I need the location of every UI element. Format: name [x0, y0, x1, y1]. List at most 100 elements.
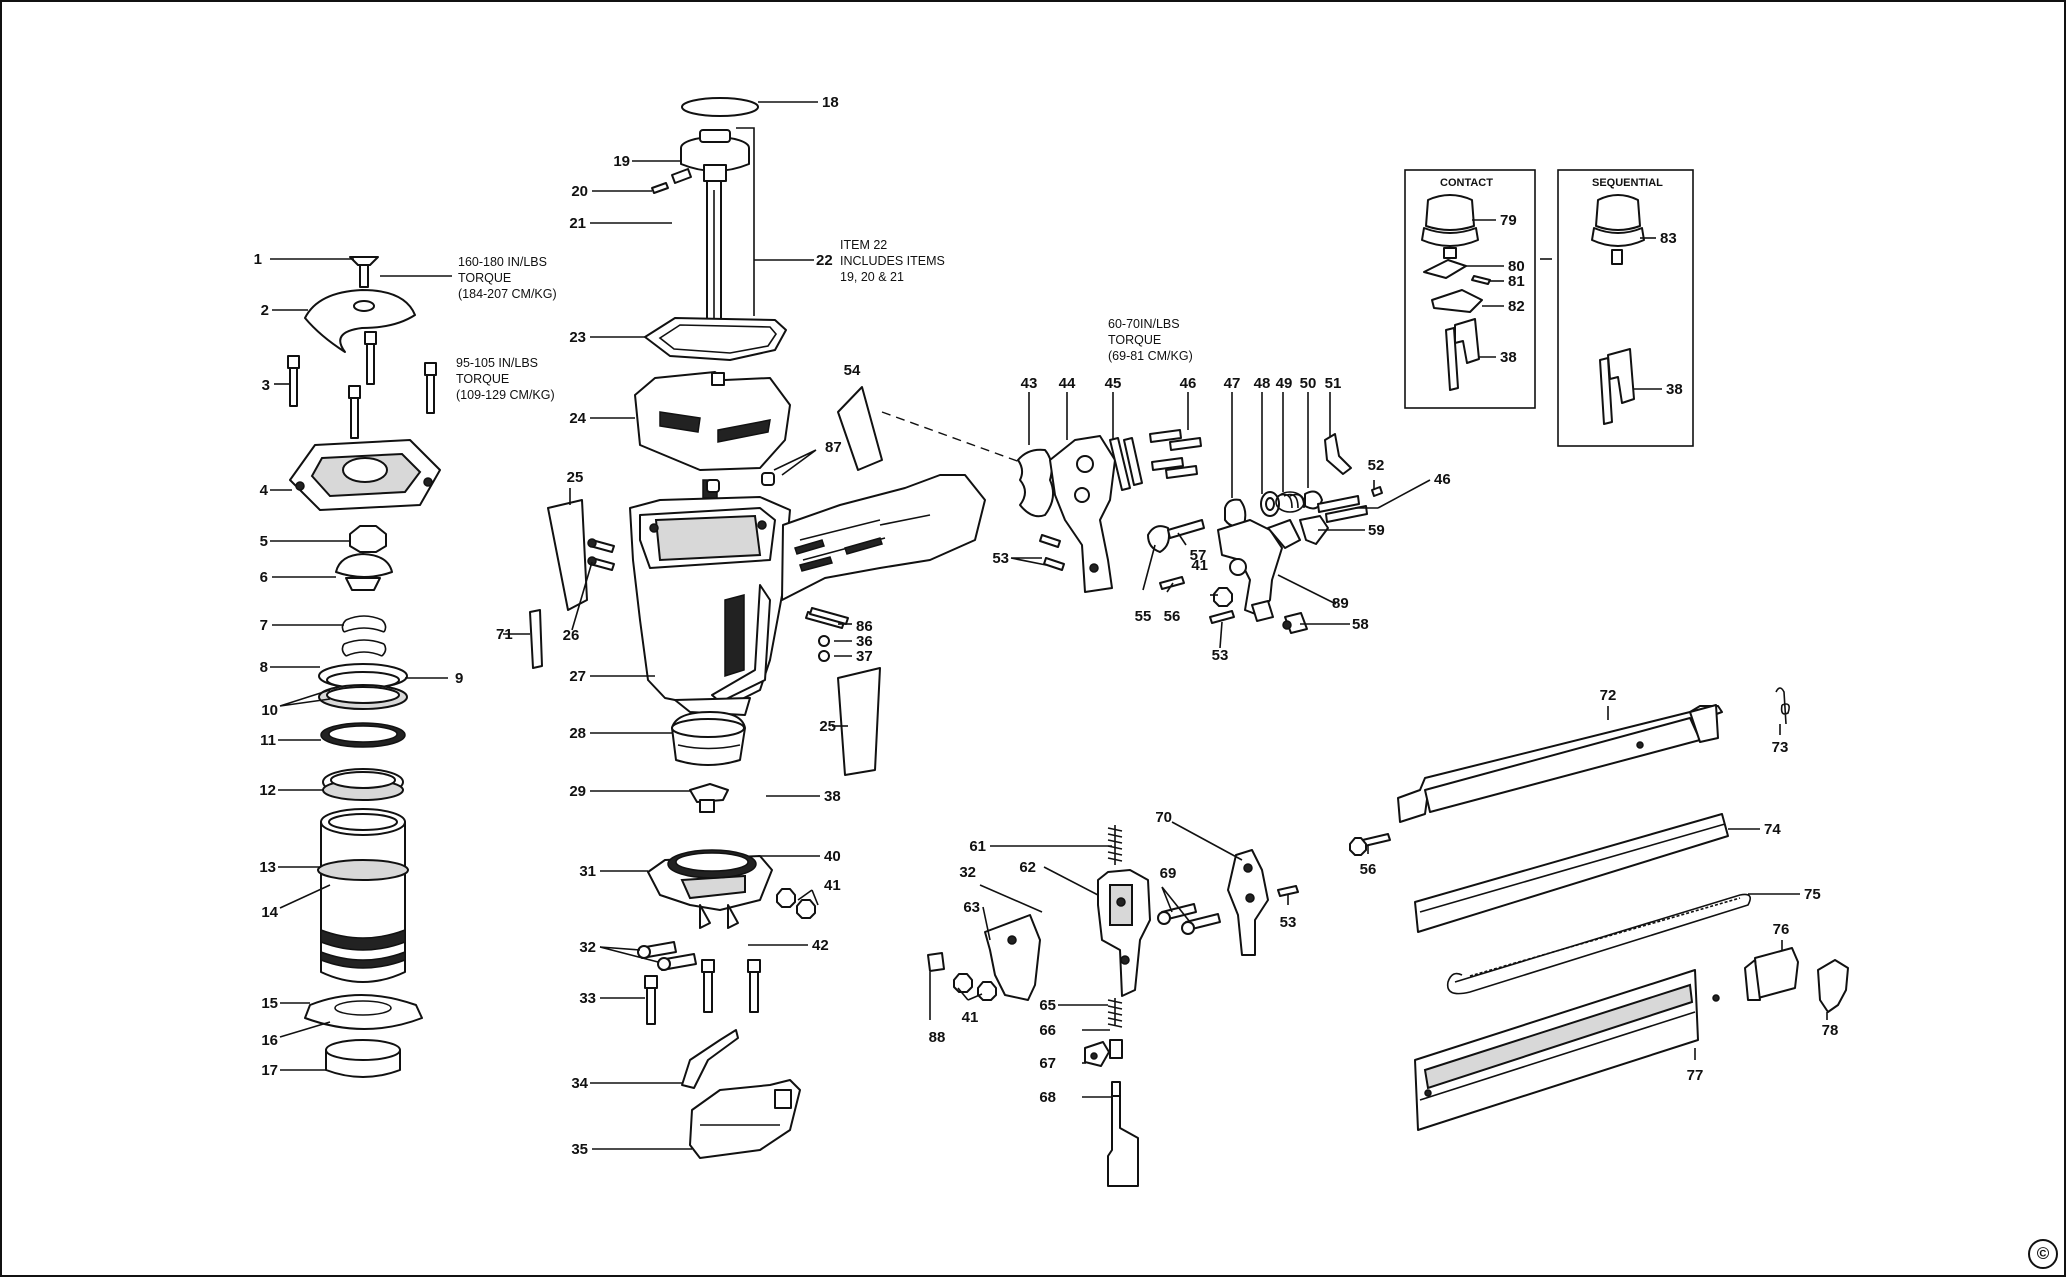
- callout: 63: [963, 899, 980, 916]
- callout: 38: [1666, 381, 1683, 398]
- callout: 14: [261, 904, 278, 921]
- svg-text:TORQUE: TORQUE: [458, 271, 511, 285]
- callout: 89: [1332, 595, 1349, 612]
- callout: 69: [1160, 865, 1177, 882]
- item22-note: ITEM 22 INCLUDES ITEMS 19, 20 & 21: [840, 238, 945, 284]
- callout: 57: [1190, 547, 1207, 564]
- callout: 23: [569, 329, 586, 346]
- callout: 43: [1021, 375, 1038, 392]
- callout: 18: [822, 94, 839, 111]
- tool-body: [529, 386, 1021, 813]
- callout: 6: [260, 569, 268, 586]
- sequential-inset: [1557, 169, 1694, 447]
- callout: 72: [1600, 687, 1617, 704]
- callout: 12: [259, 782, 276, 799]
- svg-text:(109-129 CM/KG): (109-129 CM/KG): [456, 388, 555, 402]
- callout: 87: [825, 439, 842, 456]
- left-leaders: [270, 258, 452, 1071]
- torque-note-mid: 95-105 IN/LBS TORQUE (109-129 CM/KG): [456, 356, 555, 402]
- callout: 31: [579, 863, 596, 880]
- callout: 15: [261, 995, 278, 1012]
- torque-note-top: 160-180 IN/LBS TORQUE (184-207 CM/KG): [458, 255, 557, 301]
- svg-text:60-70IN/LBS: 60-70IN/LBS: [1108, 317, 1180, 331]
- torque-note-right: 60-70IN/LBS TORQUE (69-81 CM/KG): [1108, 317, 1193, 363]
- callout: 54: [844, 362, 861, 379]
- trigger-leaders: [1010, 392, 1431, 649]
- callout: 53: [992, 550, 1009, 567]
- callout: 13: [259, 859, 276, 876]
- svg-text:(69-81 CM/KG): (69-81 CM/KG): [1108, 349, 1193, 363]
- callout: 40: [824, 848, 841, 865]
- callout: 81: [1508, 273, 1525, 290]
- callout: 76: [1773, 921, 1790, 938]
- callout: 20: [571, 183, 588, 200]
- callout: 53: [1280, 914, 1297, 931]
- callout: 74: [1764, 821, 1781, 838]
- center-leaders: [503, 101, 852, 792]
- callout: 42: [812, 937, 829, 954]
- sequential-label: SEQUENTIAL: [1592, 177, 1663, 189]
- callout: 27: [569, 668, 586, 685]
- callout: 46: [1180, 375, 1197, 392]
- callout: 65: [1039, 997, 1056, 1014]
- svg-text:95-105 IN/LBS: 95-105 IN/LBS: [456, 356, 538, 370]
- callout: 4: [260, 482, 269, 499]
- callout: 82: [1508, 298, 1525, 315]
- callout: 56: [1164, 608, 1181, 625]
- callout: 50: [1300, 375, 1317, 392]
- svg-text:19, 20 & 21: 19, 20 & 21: [840, 270, 904, 284]
- callout: 86: [856, 618, 873, 635]
- callout: 62: [1019, 859, 1036, 876]
- callout: 71: [496, 626, 513, 643]
- callout: 83: [1660, 230, 1677, 247]
- callout: 1: [254, 251, 262, 268]
- callout: 8: [260, 659, 268, 676]
- callout: 49: [1276, 375, 1293, 392]
- callout: 46: [1434, 471, 1451, 488]
- svg-text:ITEM 22: ITEM 22: [840, 238, 887, 252]
- callout: 11: [260, 732, 276, 749]
- callout: 29: [569, 783, 586, 800]
- callout: 73: [1772, 739, 1789, 756]
- callout: 80: [1508, 258, 1525, 275]
- callout: 32: [959, 864, 976, 881]
- callout: 16: [261, 1032, 278, 1049]
- trigger-assembly: [1017, 429, 1383, 634]
- callout: 24: [569, 410, 586, 427]
- magazine-assembly: [1349, 687, 1849, 1131]
- callout: 48: [1254, 375, 1271, 392]
- callout: 66: [1039, 1022, 1056, 1039]
- callout: 41: [824, 877, 841, 894]
- callout: 36: [856, 633, 873, 650]
- callout: 52: [1368, 457, 1385, 474]
- callout: 61: [969, 838, 986, 855]
- callout: 26: [563, 627, 580, 644]
- callout: 70: [1155, 809, 1172, 826]
- magazine-leaders: [1367, 706, 1828, 1060]
- callout: 68: [1039, 1089, 1056, 1106]
- callout: 44: [1059, 375, 1076, 392]
- callout: 32: [579, 939, 596, 956]
- contact-inset: [1404, 169, 1536, 409]
- callout: 38: [824, 788, 841, 805]
- callout: 19: [613, 153, 630, 170]
- center-lower-leaders: [590, 855, 820, 1150]
- callout: 55: [1135, 608, 1152, 625]
- svg-text:TORQUE: TORQUE: [456, 372, 509, 386]
- callout: 88: [929, 1029, 946, 1046]
- callout: 35: [571, 1141, 588, 1158]
- svg-text:160-180 IN/LBS: 160-180 IN/LBS: [458, 255, 547, 269]
- callout: 56: [1360, 861, 1377, 878]
- callout: 38: [1500, 349, 1517, 366]
- svg-text:TORQUE: TORQUE: [1108, 333, 1161, 347]
- callout: 34: [571, 1075, 588, 1092]
- callout: 17: [261, 1062, 278, 1079]
- callout: 67: [1039, 1055, 1056, 1072]
- callout: 5: [260, 533, 268, 550]
- callout: 37: [856, 648, 873, 665]
- callout: 28: [569, 725, 586, 742]
- callout: 79: [1500, 212, 1517, 229]
- callout: 25: [819, 718, 836, 735]
- inset-leaders: [1466, 219, 1662, 390]
